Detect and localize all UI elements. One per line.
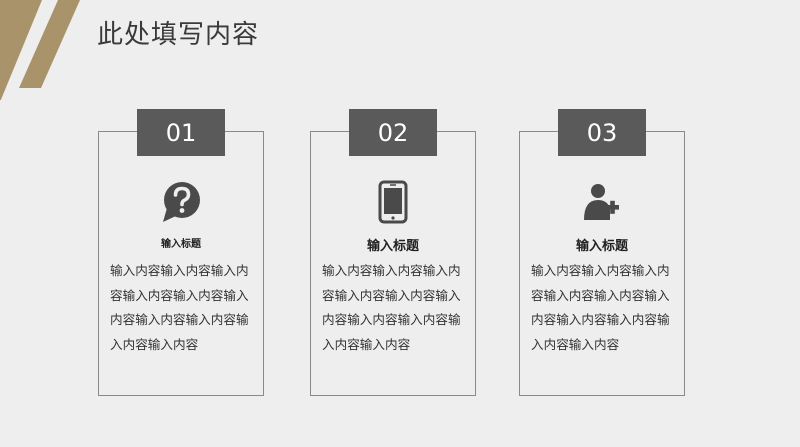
smartphone-icon [370, 180, 416, 226]
card-number-badge: 03 [558, 109, 646, 156]
card-number-badge: 02 [349, 109, 437, 156]
card-title: 输入标题 [575, 239, 628, 254]
card-number-badge: 01 [137, 109, 225, 156]
page-title: 此处填写内容 [97, 20, 260, 50]
decorative-gold-stripes [0, 0, 80, 100]
card-body-text: 输入内容输入内容输入内容输入内容输入内容输入内容输入内容输入内容输入内容输入内容 [531, 263, 670, 352]
card-1: 01 输入标题 输入内容输入内容输入内容输入内容输入内容输入内容输入内容输入内容… [98, 109, 264, 396]
gold-stripe-left [0, 0, 42, 100]
card-3: 03 输入标题 输入内容输入内容输入内容输入内容输入内容输入内容输入内容输入内容… [519, 109, 685, 396]
add-user-icon [579, 180, 625, 226]
card-title: 输入标题 [366, 239, 419, 254]
card-2: 02 输入标题 输入内容输入内容输入内容输入内容输入内容输入内容输入内容输入内容… [310, 109, 476, 396]
gold-stripe-right [19, 0, 80, 88]
card-body-text: 输入内容输入内容输入内容输入内容输入内容输入内容输入内容输入内容输入内容输入内容 [110, 263, 249, 352]
card-title: 输入标题 [161, 239, 201, 250]
card-body-text: 输入内容输入内容输入内容输入内容输入内容输入内容输入内容输入内容输入内容输入内容 [322, 263, 461, 352]
question-bubble-icon [158, 180, 204, 226]
